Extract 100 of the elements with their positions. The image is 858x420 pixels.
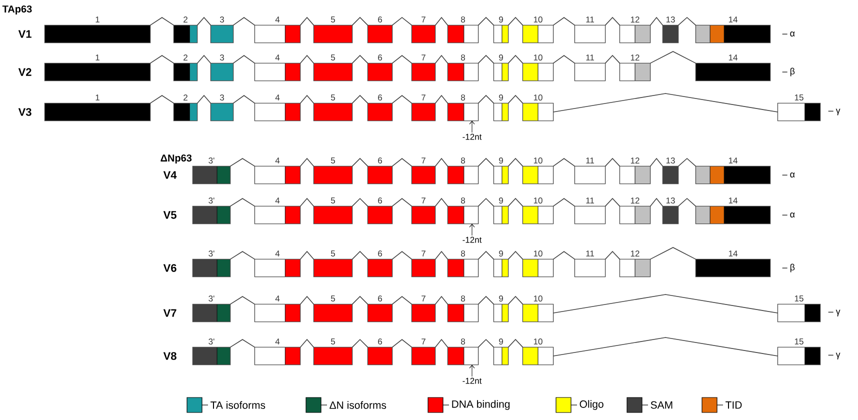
intron-line bbox=[434, 198, 448, 207]
intron-line bbox=[150, 17, 174, 26]
intron-line bbox=[478, 16, 494, 26]
exon-number: 10 bbox=[534, 94, 542, 100]
site-label: -12nt bbox=[462, 378, 482, 384]
intron-line bbox=[150, 95, 174, 104]
isoform-label: – α bbox=[782, 212, 795, 218]
intron-line bbox=[508, 16, 524, 26]
exon-number: 8 bbox=[461, 158, 465, 164]
exon-number: 3 bbox=[220, 94, 224, 100]
intron-line bbox=[678, 198, 696, 207]
intron-line bbox=[230, 198, 256, 207]
exon-number: 1 bbox=[96, 54, 100, 60]
intron-line bbox=[604, 16, 620, 26]
row-label: V5 bbox=[163, 211, 176, 219]
isoform-label: – α bbox=[782, 172, 795, 178]
intron-line bbox=[300, 250, 314, 260]
exon-number: 3' bbox=[208, 198, 214, 204]
exon-number: 10 bbox=[534, 296, 542, 302]
exon-number: 6 bbox=[378, 158, 382, 164]
intron-line bbox=[478, 158, 494, 167]
intron-line bbox=[604, 158, 620, 167]
exon-number: 2 bbox=[184, 54, 188, 60]
exon-number: 11 bbox=[586, 250, 594, 256]
exon-number: 12 bbox=[630, 250, 640, 256]
exon-number: 12 bbox=[630, 54, 640, 60]
intron-line bbox=[552, 17, 576, 26]
exon-number: 14 bbox=[728, 16, 738, 22]
exon-number: 4 bbox=[275, 94, 280, 100]
exon-number: 15 bbox=[794, 94, 804, 100]
exon-number: 12 bbox=[630, 198, 640, 204]
intron-line bbox=[434, 296, 448, 305]
intron-line bbox=[434, 16, 448, 26]
exon-number: 4 bbox=[275, 338, 280, 344]
intron-line bbox=[300, 338, 314, 348]
intron-line bbox=[300, 94, 314, 104]
exon-number: 10 bbox=[534, 198, 542, 204]
intron-line bbox=[604, 54, 620, 64]
exon-number: 8 bbox=[461, 16, 465, 22]
intron-line bbox=[300, 198, 314, 207]
exon-number: 7 bbox=[422, 296, 426, 302]
intron-line bbox=[650, 247, 696, 260]
exon-number: 14 bbox=[728, 198, 738, 204]
row-label: V7 bbox=[163, 309, 176, 317]
exon-number: 1 bbox=[96, 16, 100, 22]
exon-number: 6 bbox=[378, 94, 382, 100]
exon-number: 4 bbox=[275, 158, 280, 164]
arrow bbox=[469, 120, 475, 133]
row-label: V1 bbox=[18, 30, 32, 38]
exon-number: 6 bbox=[378, 16, 382, 22]
exon-number: 7 bbox=[422, 94, 426, 100]
exon-number: 7 bbox=[422, 338, 426, 344]
intron-line bbox=[650, 51, 696, 64]
exon-number: 9 bbox=[499, 338, 503, 344]
intron-line bbox=[352, 94, 368, 104]
exon-number: 11 bbox=[586, 198, 594, 204]
intron-line bbox=[552, 337, 778, 356]
legend-item: TA isoforms bbox=[186, 397, 266, 413]
intron-line bbox=[196, 94, 212, 104]
exon-number: 11 bbox=[586, 16, 594, 22]
legend-item: DNA binding bbox=[428, 397, 510, 413]
exon-number: 6 bbox=[378, 296, 382, 302]
intron-line bbox=[196, 16, 212, 26]
exon-number: 15 bbox=[794, 338, 804, 344]
row-label: V8 bbox=[163, 352, 176, 360]
exon-number: 9 bbox=[499, 296, 503, 302]
intron-line bbox=[434, 158, 448, 167]
exon-number: 8 bbox=[461, 198, 465, 204]
intron-line bbox=[232, 95, 256, 104]
exon-number: 3' bbox=[208, 338, 214, 344]
exon-number: 9 bbox=[499, 16, 503, 22]
exon-number: 12 bbox=[630, 158, 640, 164]
intron-line bbox=[478, 94, 494, 104]
exon-number: 14 bbox=[728, 250, 738, 256]
exon-number: 13 bbox=[666, 16, 675, 22]
exon-number: 7 bbox=[422, 158, 426, 164]
exon-number: 7 bbox=[422, 198, 426, 204]
intron-line bbox=[352, 198, 368, 207]
legend-item: Oligo bbox=[556, 397, 604, 413]
exon-number: 6 bbox=[378, 338, 382, 344]
intron-line bbox=[678, 16, 696, 26]
isoform-label: – β bbox=[782, 68, 795, 76]
intron-line bbox=[508, 94, 524, 104]
exon-number: 13 bbox=[666, 198, 675, 204]
intron-line bbox=[552, 251, 576, 260]
intron-line bbox=[150, 55, 174, 64]
exon-number: 11 bbox=[586, 158, 594, 164]
exon-number: 3 bbox=[220, 54, 224, 60]
intron-line bbox=[508, 158, 524, 167]
exon-number: 4 bbox=[275, 54, 280, 60]
exon-number: 9 bbox=[499, 198, 503, 204]
exon-number: 5 bbox=[330, 158, 336, 164]
exon-number: 3' bbox=[208, 250, 214, 256]
exon-number: 3 bbox=[220, 16, 224, 22]
intron-line bbox=[508, 250, 524, 260]
intron-line bbox=[552, 198, 576, 207]
intron-line bbox=[232, 55, 256, 64]
intron-line bbox=[650, 16, 664, 26]
exon-number: 3' bbox=[208, 158, 214, 164]
intron-line bbox=[392, 16, 412, 26]
